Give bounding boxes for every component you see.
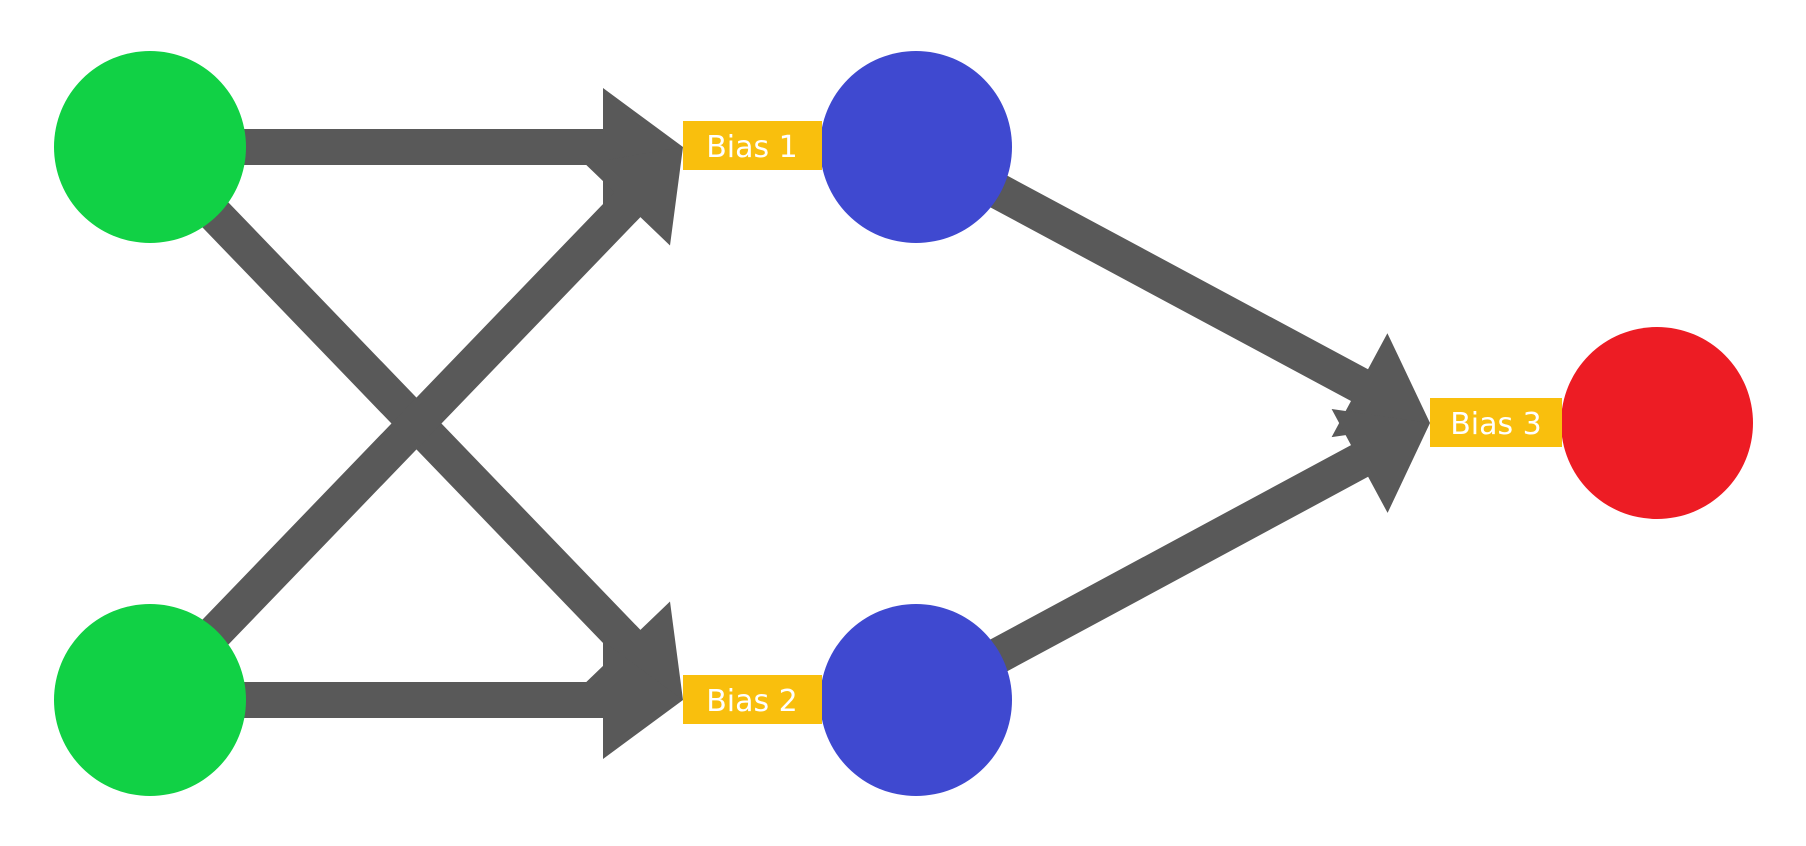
bias-2-label: Bias 2 xyxy=(706,684,798,719)
bias-3-label: Bias 3 xyxy=(1450,407,1542,442)
edge-arrow-hidden-1-to-output-1 xyxy=(985,172,1430,438)
output-1-node xyxy=(1561,327,1753,519)
bias-2-box: Bias 2 xyxy=(683,675,822,724)
edge-arrow-input-2-to-hidden-2 xyxy=(238,641,683,759)
bias-2-background xyxy=(683,675,822,724)
bias-1-label: Bias 1 xyxy=(706,130,798,165)
edge-arrow-input-1-to-hidden-2 xyxy=(198,197,683,700)
bias-1-background xyxy=(683,121,822,170)
bias-3-box: Bias 3 xyxy=(1430,398,1562,447)
nodes-layer xyxy=(54,51,1753,796)
hidden-2-node xyxy=(820,604,1012,796)
edges-layer xyxy=(198,88,1430,759)
edge-arrow-input-1-to-hidden-1 xyxy=(238,88,683,206)
bias-1-box: Bias 1 xyxy=(683,121,822,170)
edge-arrow-hidden-2-to-output-1 xyxy=(984,409,1430,675)
bias-layer: Bias 1 Bias 2 Bias 3 xyxy=(683,121,1562,724)
edge-arrow-input-2-to-hidden-1 xyxy=(198,147,683,650)
bias-3-background xyxy=(1430,398,1562,447)
input-1-node xyxy=(54,51,246,243)
hidden-1-node xyxy=(820,51,1012,243)
input-2-node xyxy=(54,604,246,796)
